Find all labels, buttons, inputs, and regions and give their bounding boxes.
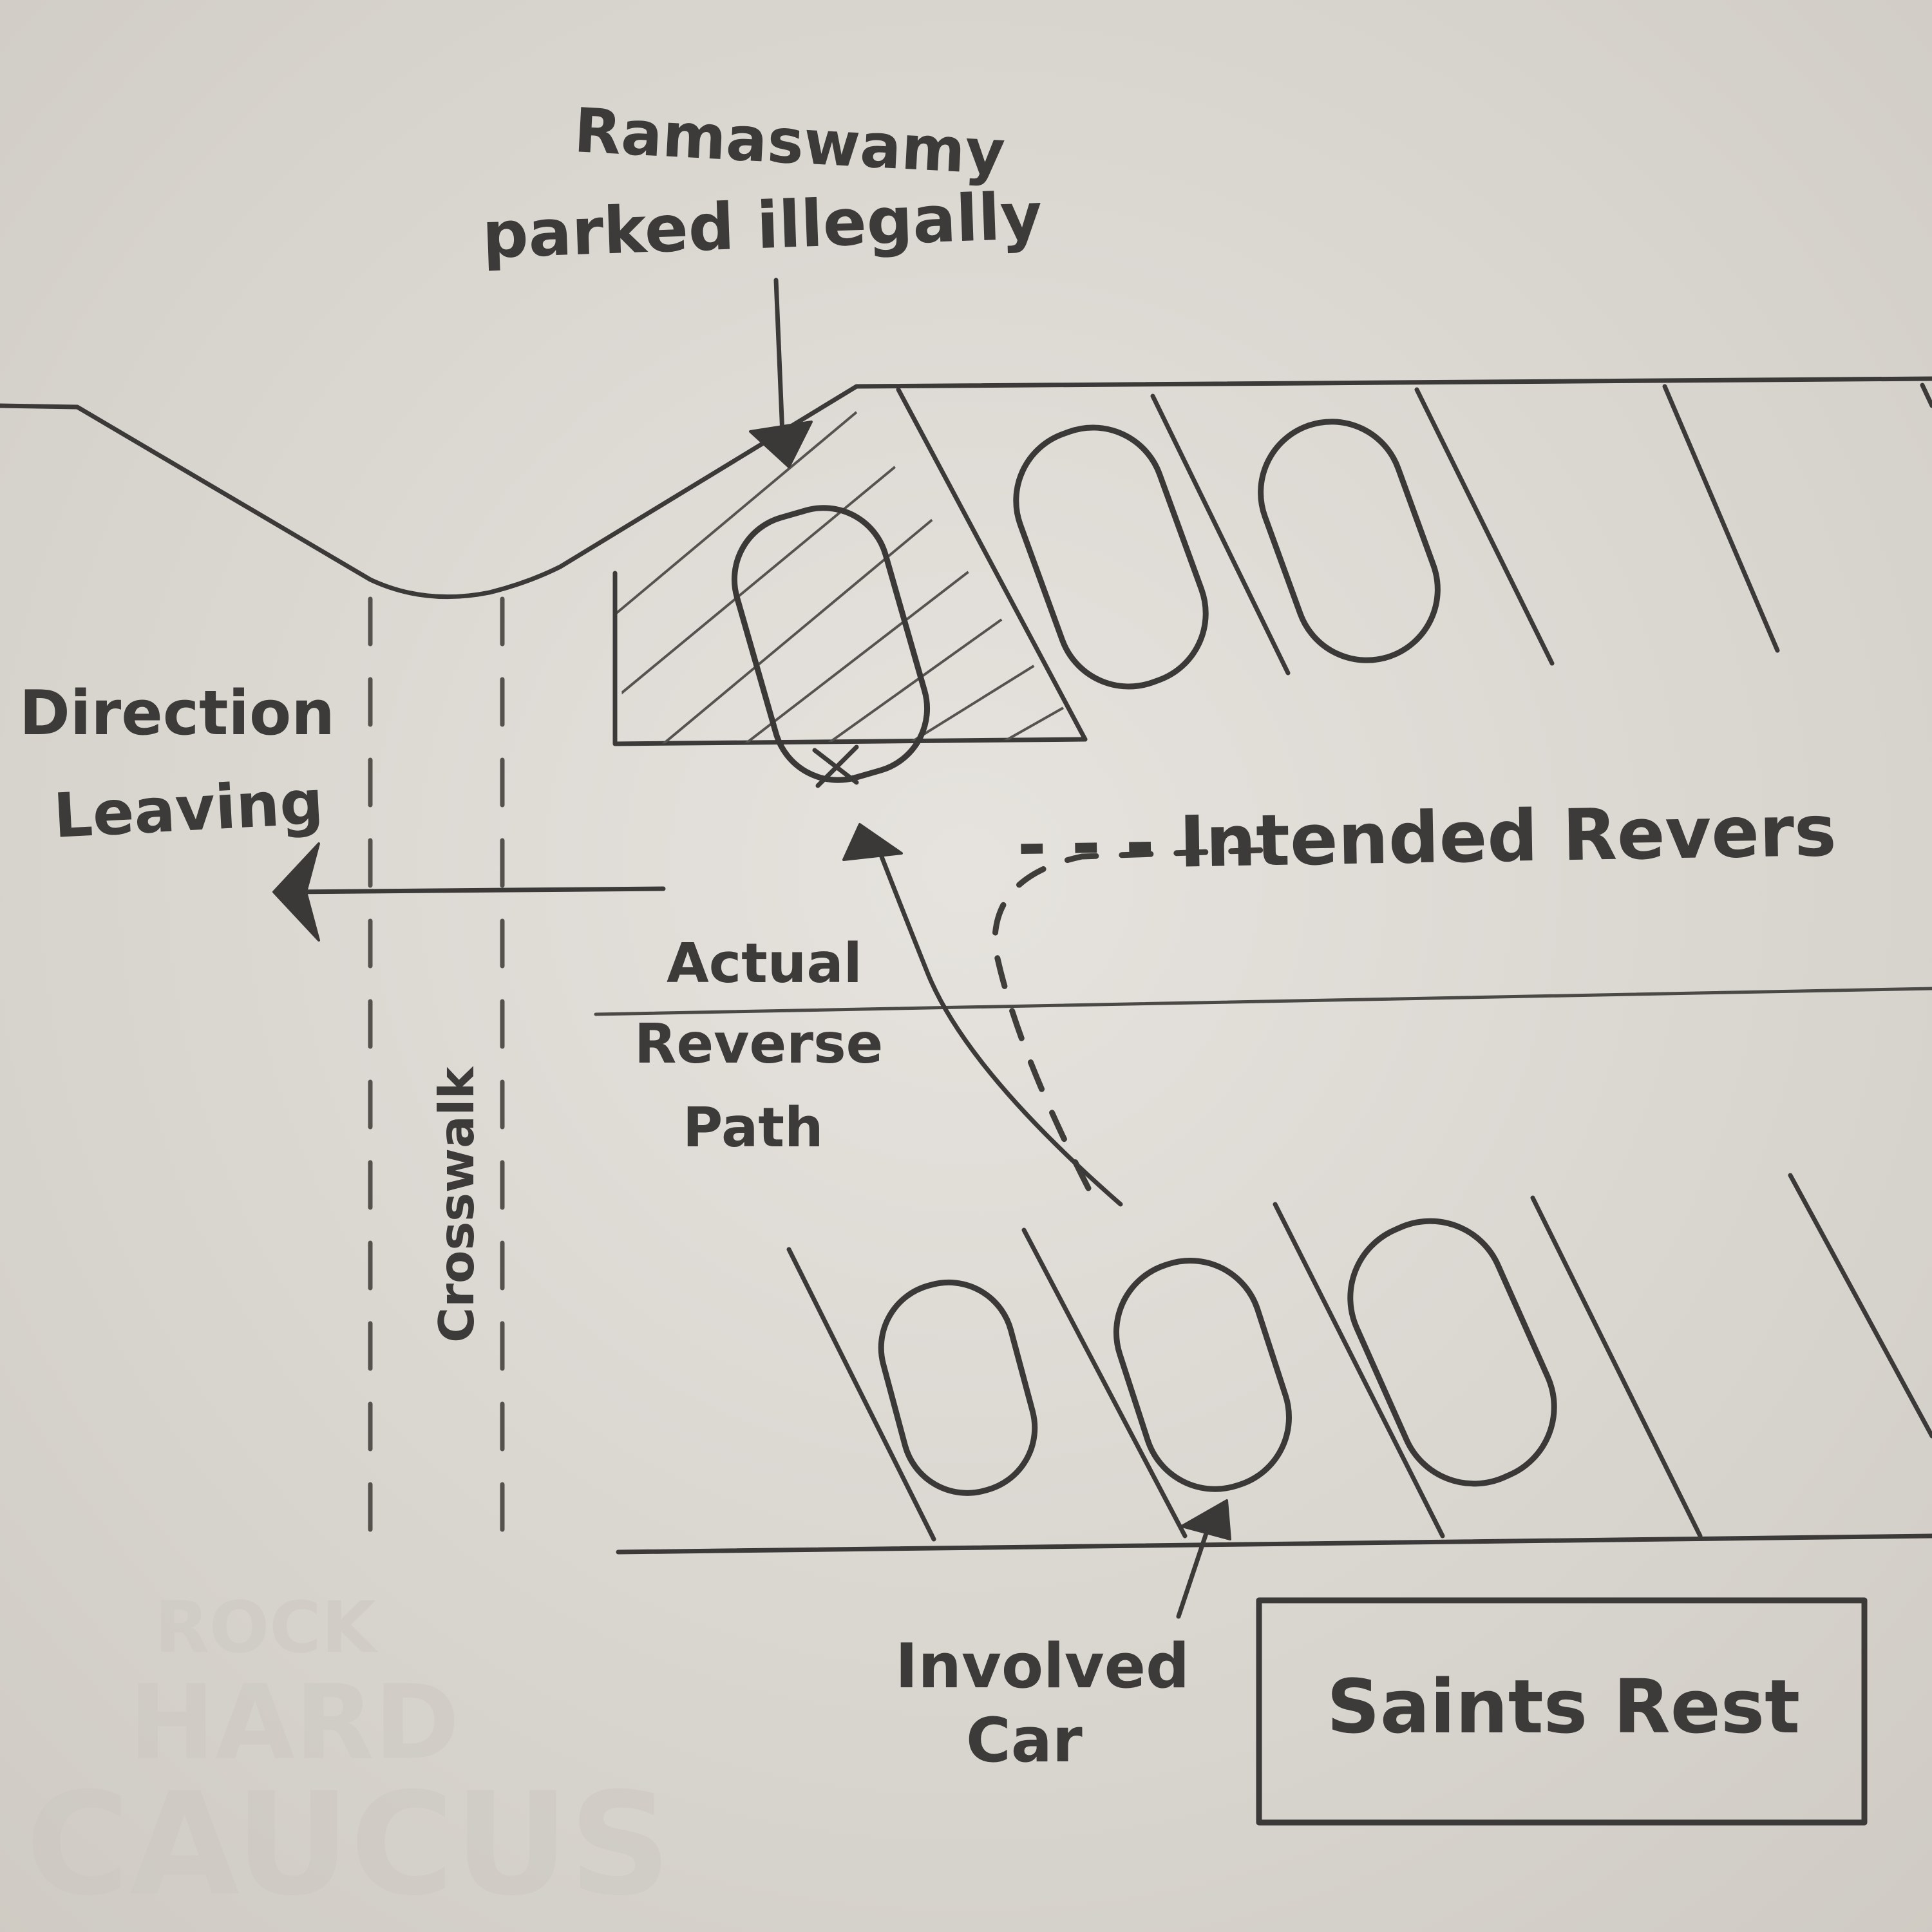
involved-car-pointer-arrow xyxy=(1176,1517,1213,1619)
direction-leaving-arrow xyxy=(287,886,666,895)
actual-path-label-line-1: Actual xyxy=(667,932,862,996)
involved-car xyxy=(1113,1257,1292,1492)
parked-car xyxy=(1347,1218,1557,1487)
direction-label-line-1: Direction xyxy=(19,678,335,749)
stall-line xyxy=(1273,1202,1445,1539)
ramaswamy-pointer-arrow xyxy=(773,278,785,437)
intended-reverse-path xyxy=(992,847,1265,1191)
curb-line xyxy=(0,376,1932,600)
crosswalk-label: Crosswalk xyxy=(428,1066,485,1343)
watermark-line-1: ROCK xyxy=(155,1586,379,1669)
actual-reverse-path-arrow xyxy=(876,848,1123,1207)
direction-label-line-2: Leaving xyxy=(52,767,325,852)
actual-path-arrowhead xyxy=(842,823,903,861)
direction-arrowhead xyxy=(272,842,320,942)
involved-car-label-line-2: Car xyxy=(966,1705,1083,1776)
parked-car xyxy=(1013,424,1209,690)
watermark-logo: ROCK HARD CAUCUS xyxy=(26,1586,671,1927)
curb-bottom-line xyxy=(616,1533,1932,1555)
ramaswamy-arrowhead xyxy=(749,421,813,468)
saints-rest-building xyxy=(1256,1597,1868,1826)
watermark-line-2: HARD xyxy=(129,1662,460,1783)
impact-mark xyxy=(812,744,859,788)
top-parking-row xyxy=(1150,383,1932,676)
involved-car-arrowhead xyxy=(1180,1499,1231,1540)
stall-line xyxy=(1788,1173,1932,1439)
stall-line xyxy=(1530,1195,1703,1539)
stall-line xyxy=(1662,384,1780,653)
illegal-parking-zone xyxy=(612,387,1088,746)
ramaswamy-car xyxy=(731,505,931,783)
parked-car xyxy=(1258,419,1441,663)
actual-path-label-line-3: Path xyxy=(683,1096,824,1160)
intended-reverse-label: - - - Intended Revers xyxy=(1016,790,1837,886)
stall-line xyxy=(1920,383,1932,408)
watermark-line-3: CAUCUS xyxy=(26,1762,671,1927)
stall-line xyxy=(1150,393,1291,676)
stall-line xyxy=(1414,387,1555,666)
parked-car xyxy=(878,1279,1038,1496)
stall-line xyxy=(1021,1227,1188,1539)
stall-line xyxy=(786,1247,936,1542)
involved-car-label-line-1: Involved xyxy=(895,1631,1189,1702)
lane-divider-line xyxy=(594,987,1932,1016)
actual-path-label-line-2: Reverse xyxy=(634,1012,883,1076)
bottom-parking-row xyxy=(616,1173,1932,1555)
saints-rest-label: Saints Rest xyxy=(1327,1664,1800,1750)
